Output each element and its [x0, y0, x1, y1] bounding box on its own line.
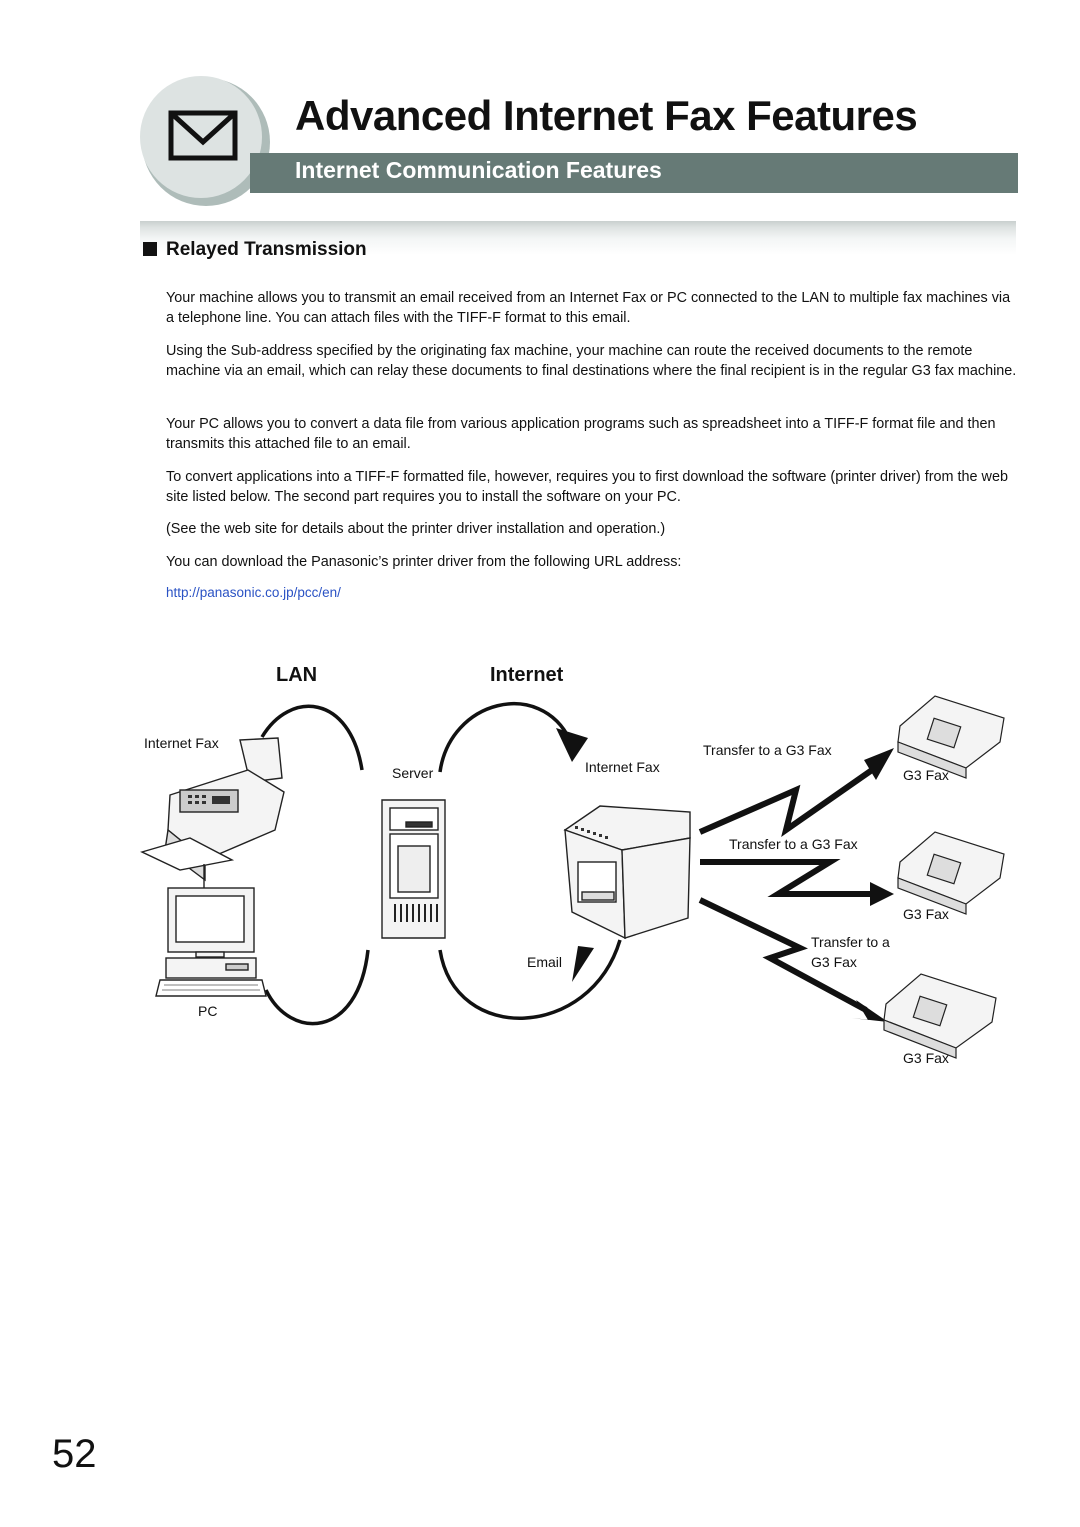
email-label: Email: [527, 954, 562, 970]
g3-fax-machine: [897, 695, 1005, 779]
transfer-arrowheads: [852, 748, 894, 1022]
transfer-label-2: Transfer to a G3 Fax: [729, 836, 858, 852]
driver-url-link[interactable]: http://panasonic.co.jp/pcc/en/: [166, 585, 341, 600]
subtitle-bar: [250, 153, 1018, 193]
g3-fax-label-1: G3 Fax: [903, 767, 949, 783]
internet-fax-left-label: Internet Fax: [144, 735, 219, 751]
internet-fax-machine-left: [140, 737, 285, 882]
paragraph: (See the web site for details about the …: [166, 521, 666, 537]
server-tower: [381, 799, 446, 939]
envelope-badge: [140, 76, 270, 206]
g3-fax-label-3: G3 Fax: [903, 1050, 949, 1066]
paragraph: To convert applications into a TIFF-F fo…: [166, 469, 1008, 505]
internet-fax-right-label: Internet Fax: [585, 759, 660, 775]
section-bullet-icon: [143, 242, 157, 256]
arrow-email: [572, 946, 594, 982]
transfer-label-3b: G3 Fax: [811, 954, 857, 970]
paragraph: Using the Sub-address specified by the o…: [166, 343, 1017, 379]
transfer-label-1: Transfer to a G3 Fax: [703, 742, 832, 758]
internet-fax-machine-right: [563, 805, 691, 940]
transfer-label-3a: Transfer to a: [811, 934, 890, 950]
page-number: 52: [52, 1432, 97, 1476]
internet-label: Internet: [490, 664, 564, 686]
paragraph: You can download the Panasonic’s printer…: [166, 554, 682, 570]
transfer-bolts: [698, 767, 874, 1013]
page-title: Advanced Internet Fax Features: [295, 92, 918, 139]
section-title: Relayed Transmission: [166, 239, 367, 260]
g3-fax-label-2: G3 Fax: [903, 906, 949, 922]
server-label: Server: [392, 765, 434, 781]
section-header-bar: [140, 221, 1016, 263]
lan-label: LAN: [276, 664, 317, 686]
relay-diagram: LAN Internet Internet Fax Server Interne…: [140, 664, 1005, 1066]
pc-label: PC: [198, 1003, 217, 1019]
g3-fax-machine: [883, 973, 997, 1059]
pc-computer: [155, 887, 267, 997]
arrow-to-internet-fax: [556, 728, 588, 762]
envelope-icon: [168, 110, 238, 161]
paragraph: Your PC allows you to convert a data fil…: [166, 416, 996, 452]
page-subtitle: Internet Communication Features: [295, 157, 662, 183]
g3-fax-machine: [897, 831, 1005, 915]
internet-loop: [438, 702, 622, 1020]
lan-loop: [260, 704, 370, 1026]
paragraph: Your machine allows you to transmit an e…: [166, 290, 1011, 326]
